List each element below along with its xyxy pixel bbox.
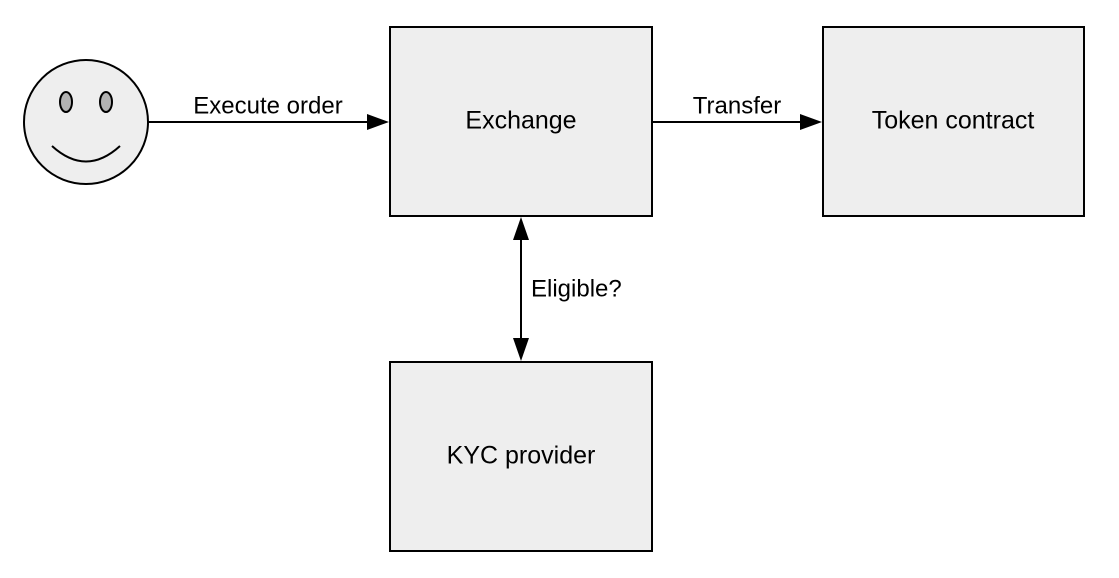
exchange-box xyxy=(389,26,653,217)
exchange-label: Exchange xyxy=(465,107,576,135)
execute-order-arrowhead xyxy=(367,114,389,130)
smiley-face-icon xyxy=(23,59,149,185)
eligible-label: Eligible? xyxy=(531,275,622,302)
right-eye xyxy=(99,91,113,113)
transfer-label: Transfer xyxy=(693,92,781,119)
execute-order-label: Execute order xyxy=(193,92,342,119)
exchange-node: Exchange xyxy=(389,26,653,217)
transfer-edge: Transfer xyxy=(652,92,822,130)
eligible-arrowhead-up xyxy=(513,217,529,240)
kyc-provider-node: KYC provider xyxy=(389,361,653,552)
transfer-arrowhead xyxy=(800,114,822,130)
token-contract-node: Token contract xyxy=(822,26,1085,217)
smile-mouth xyxy=(51,145,121,163)
left-eye xyxy=(59,91,73,113)
execute-order-edge: Execute order xyxy=(148,92,389,130)
user-node xyxy=(23,59,149,185)
eligible-edge: Eligible? xyxy=(513,217,622,361)
token-contract-label: Token contract xyxy=(872,107,1035,135)
eligible-arrowhead-down xyxy=(513,338,529,361)
kyc-provider-box xyxy=(389,361,653,552)
kyc-provider-label: KYC provider xyxy=(447,442,596,470)
token-contract-box xyxy=(822,26,1085,217)
